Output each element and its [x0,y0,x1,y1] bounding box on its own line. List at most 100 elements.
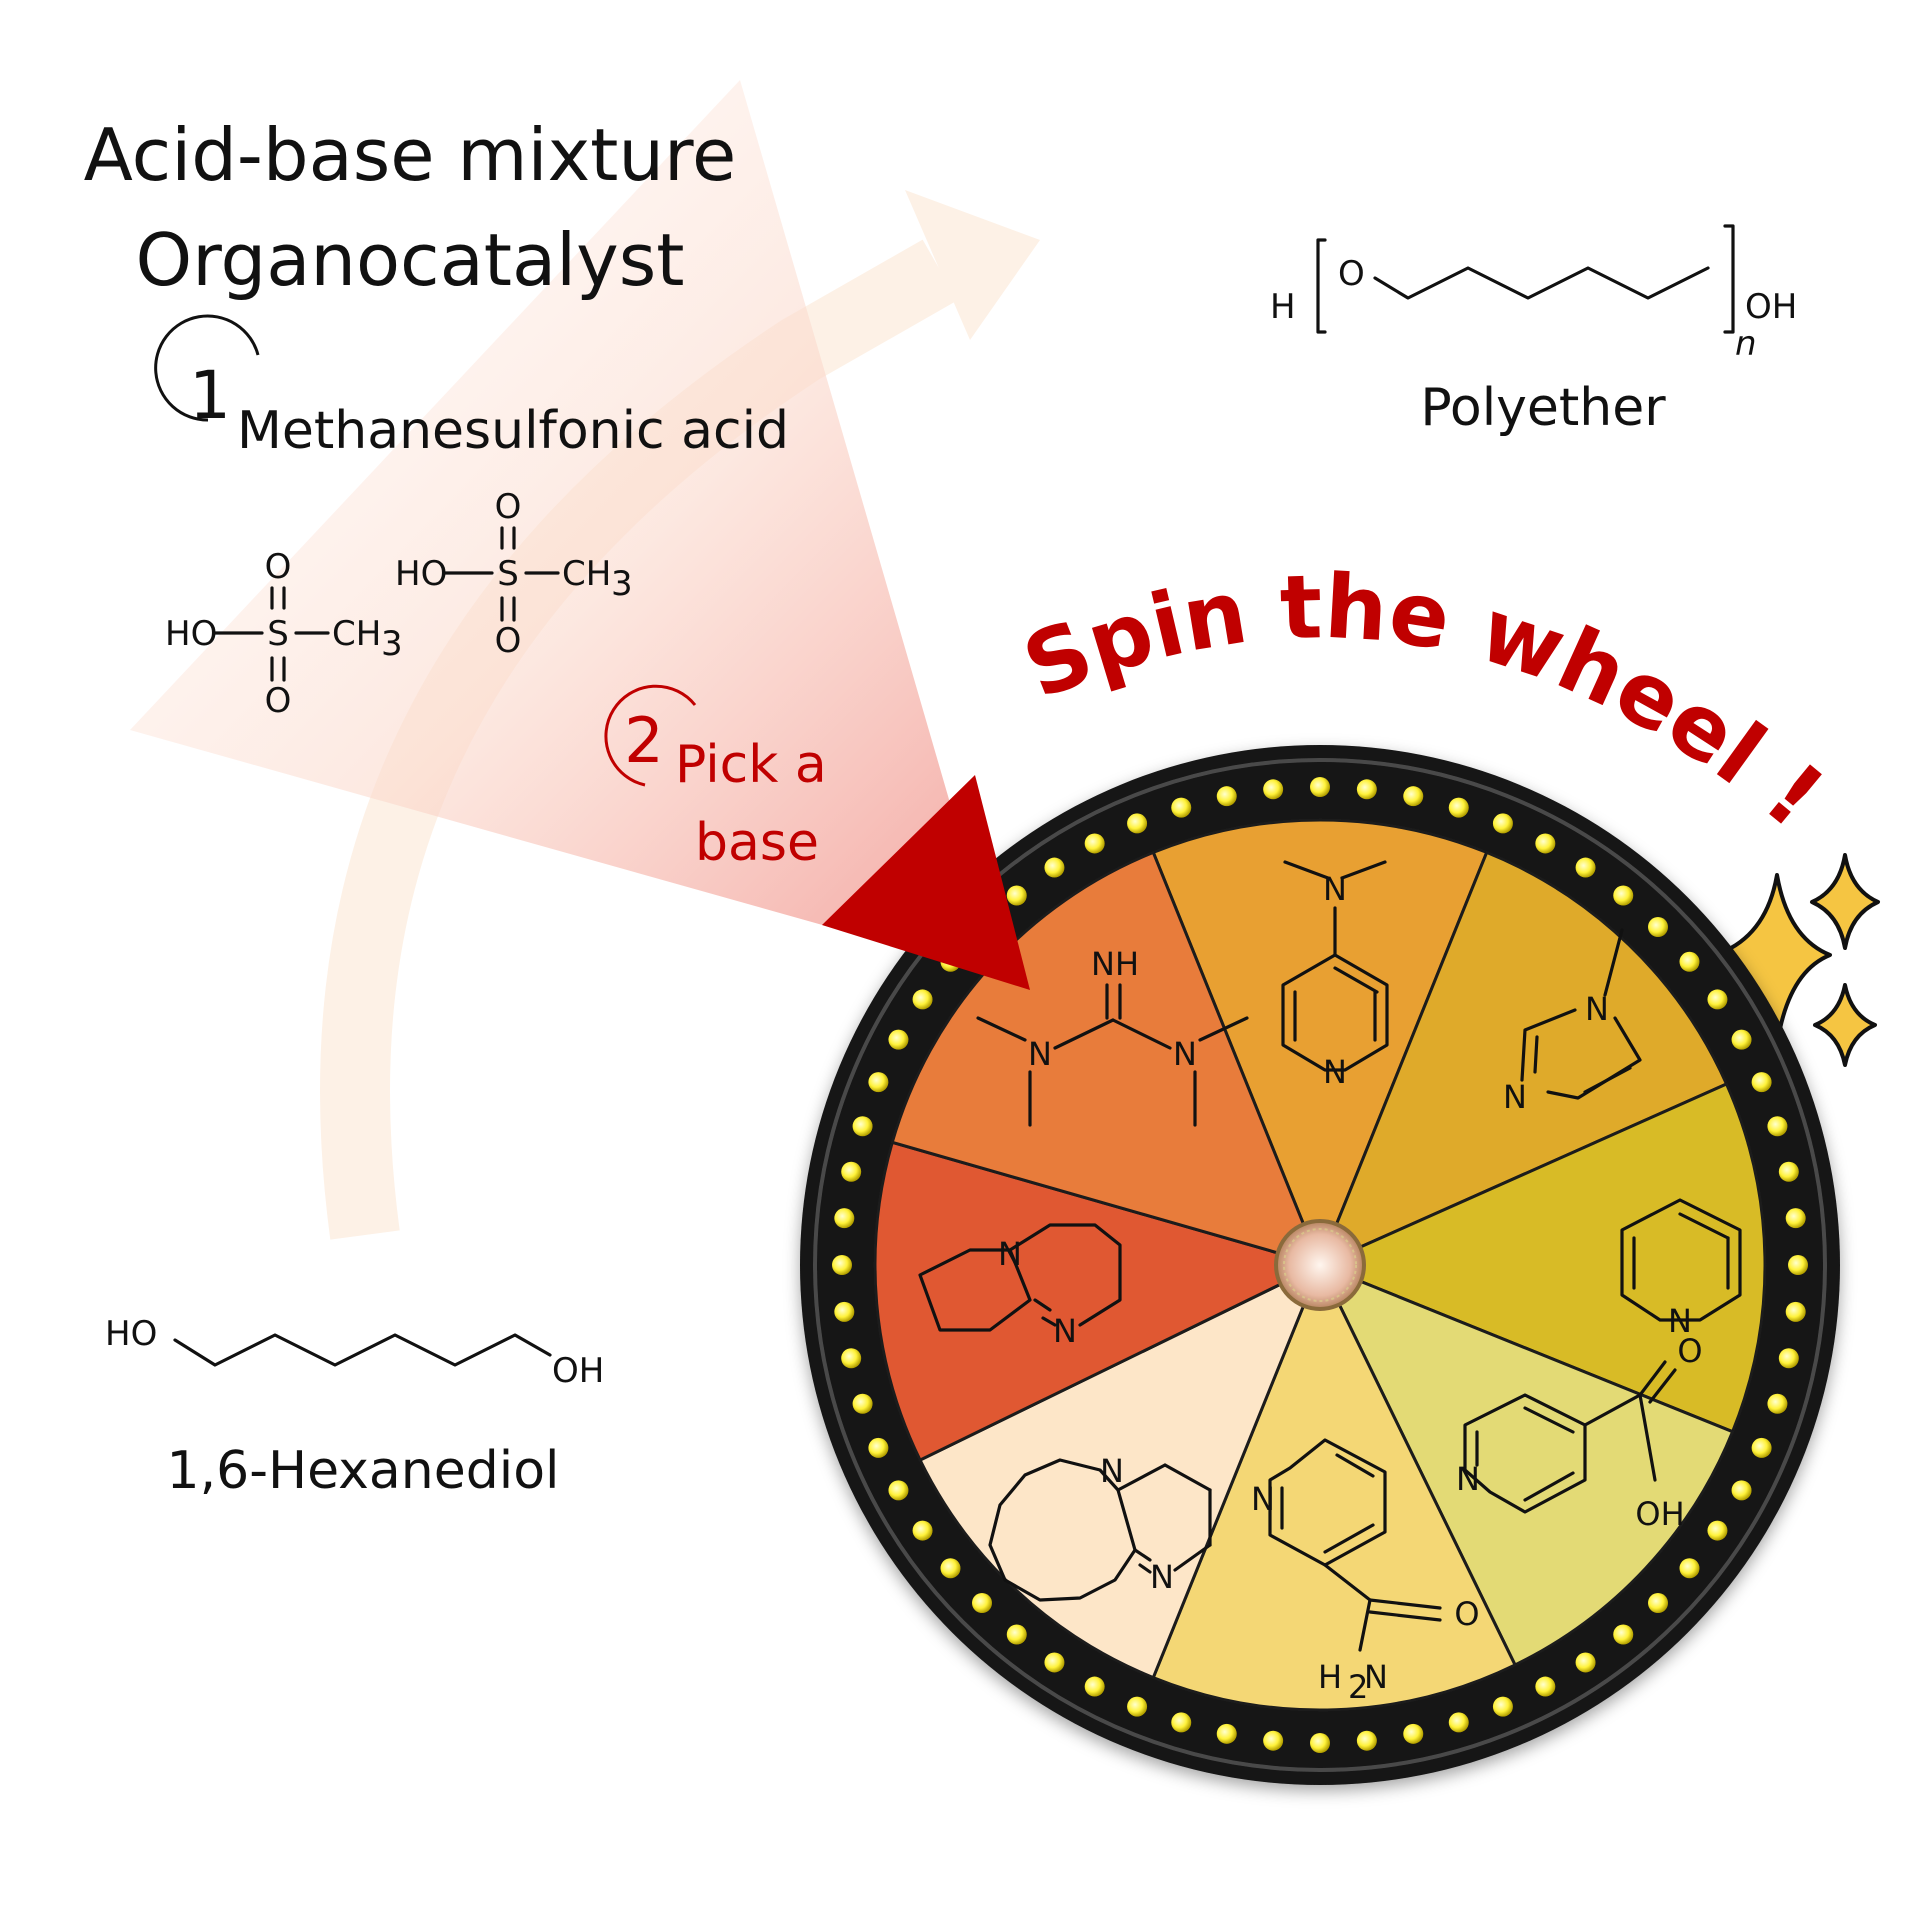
wheel-light [841,1348,862,1369]
wheel-light [1310,777,1330,797]
wheel-light [1171,797,1192,818]
wheel-sector[interactable] [918,1261,1323,1680]
wheel-light [1216,786,1237,807]
base-n-methylimidazole: N N [1503,928,1642,1116]
hexanediol-structure: HO OH [105,1314,604,1391]
svg-text:H: H [1270,287,1296,327]
svg-text:N: N [1150,1558,1174,1596]
wheel-light [1767,1116,1788,1137]
svg-text:O: O [1338,254,1365,294]
wheel-lights [832,777,1808,1753]
svg-text:2: 2 [1348,1668,1368,1706]
polyether-caption: Polyether [1420,378,1666,438]
wheel-light [1403,786,1424,807]
heading-line-1: Acid-base mixture [84,113,737,197]
wheel-light [1731,1029,1752,1050]
hexanediol-caption: 1,6-Hexanediol [167,1441,560,1501]
wheel-light [1731,1480,1752,1501]
step-2-number: 2 [624,704,663,777]
wheel-pointer-icon [822,775,1030,990]
wheel-sector[interactable] [873,1140,1325,1463]
step-1-number: 1 [189,357,231,434]
svg-text:O: O [495,487,522,527]
wheel-light [1044,1652,1065,1673]
svg-text:S: S [497,554,519,594]
svg-text:HO: HO [395,554,447,594]
svg-text:N: N [1456,1460,1480,1498]
wheel-light [841,1161,862,1182]
wheel-light [1084,1676,1105,1697]
wheel-sector[interactable] [1151,1261,1518,1712]
wheel-light [1006,885,1027,906]
wheel-light [1778,1348,1799,1369]
wheel-light [1310,1733,1330,1753]
wheel-light [1785,1301,1806,1322]
wheel-light [1127,1696,1148,1717]
wheel-light [1127,813,1148,834]
wheel-light [1535,1676,1556,1697]
svg-text:O: O [1677,1332,1702,1370]
svg-text:N: N [1323,870,1347,908]
wheel-light [834,1208,855,1229]
selection-beam [130,80,1000,975]
base-dbn: N N [918,1223,1122,1350]
base-nicotinic-acid: N O OH [1456,1332,1703,1533]
wheel-light [1613,885,1634,906]
wheel-light [1751,1437,1772,1458]
wheel-light [1751,1072,1772,1093]
wheel-light [1216,1723,1237,1744]
wheel-hub[interactable] [1274,1219,1366,1311]
heading-line-2: Organocatalyst [136,218,685,302]
svg-text:H: H [1318,1658,1342,1696]
wheel-light [912,989,933,1010]
wheel-light [1778,1161,1799,1182]
wheel-light [1535,833,1556,854]
wheel-light [868,1437,889,1458]
base-tetramethylguanidine: NH N N [976,945,1249,1127]
wheel-light [888,1029,909,1050]
wheel-light [1044,857,1065,878]
wheel-light [852,1116,873,1137]
wheel-light [1707,989,1728,1010]
svg-text:N: N [1503,1078,1527,1116]
svg-text:N: N [1173,1035,1197,1073]
wheel-light [1575,1652,1596,1673]
svg-text:CH: CH [332,614,381,654]
svg-text:N: N [1028,1035,1052,1073]
wheel-light [1788,1255,1808,1275]
wheel-light [1403,1723,1424,1744]
catalyst-wheel[interactable] [800,745,1840,1785]
wheel-sector[interactable] [1316,1262,1735,1667]
svg-text:N: N [1251,1480,1275,1518]
svg-text:N: N [998,1235,1022,1273]
base-dmap: N N [1281,860,1389,1091]
svg-text:N: N [1100,1452,1124,1490]
wheel-light [1679,951,1700,972]
wheel-light [852,1393,873,1414]
wheel-light [1647,917,1668,938]
svg-text:O: O [495,621,522,661]
wheel-light [1171,1712,1192,1733]
wheel-sector[interactable] [1151,818,1489,1270]
wheel-light [1356,1730,1377,1751]
wheel-light [912,1520,933,1541]
wheel-sectors [873,818,1767,1712]
wheel-sector[interactable] [1316,1082,1767,1434]
svg-text:N: N [1323,1053,1347,1091]
wheel-light [888,1480,909,1501]
step-2-circle-icon [604,684,697,787]
svg-text:3: 3 [611,564,633,604]
step-2: 2 Pick a base [604,684,827,873]
wheel-light [832,1255,852,1275]
svg-text:O: O [265,681,292,721]
svg-text:N: N [1053,1312,1077,1350]
base-dbu: N N [988,1452,1212,1602]
wheel-light [972,1592,993,1613]
wheel-light [1448,797,1469,818]
svg-text:S: S [267,614,289,654]
wheel-light [1006,1624,1027,1645]
step-1: 1 Methanesulfonic acid [154,314,789,461]
svg-text:n: n [1735,324,1757,364]
polyether-structure: H O OH n [1270,224,1797,364]
